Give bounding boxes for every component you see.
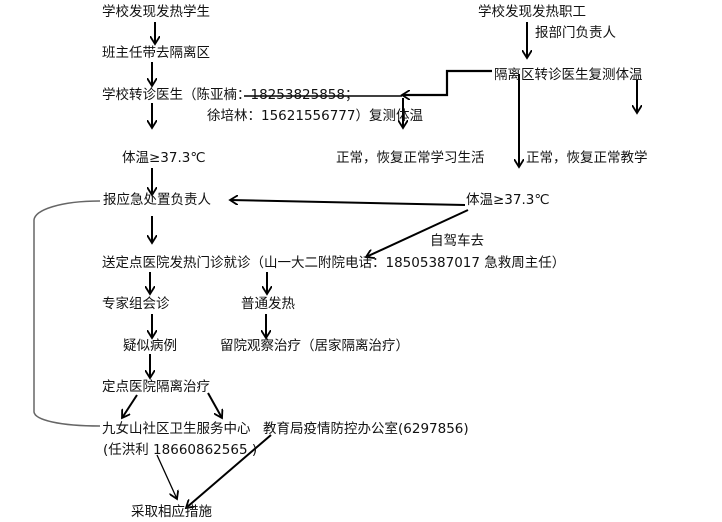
- node-school-doctor-line1: 学校转诊医生（陈亚楠：18253825858；: [102, 87, 359, 103]
- node-expert-panel: 专家组会诊: [102, 296, 170, 312]
- node-temp-high-right: 体温≥37.3℃: [466, 192, 550, 208]
- node-normal-students: 正常，恢复正常学习生活: [336, 150, 485, 166]
- bracket-report-to-community: [33, 200, 101, 427]
- arrow-isolation-to-community: [122, 394, 138, 418]
- node-teacher-escort: 班主任带去隔离区: [102, 45, 210, 61]
- node-community-center: 九女山社区卫生服务中心: [102, 421, 251, 437]
- node-education-bureau: 教育局疫情防控办公室(6297856): [263, 421, 469, 437]
- node-report-department: 报部门负责人: [535, 25, 616, 41]
- arrow-isolation-doctor-to-school-doctor: [402, 69, 492, 95]
- node-take-measures: 采取相应措施: [131, 504, 212, 520]
- node-report-emergency: 报应急处置负责人: [103, 192, 211, 208]
- node-community-contact: (任洪利 18660862565 ): [103, 442, 258, 458]
- arrow-isolation-to-bureau: [207, 392, 222, 418]
- node-observation: 留院观察治疗（居家隔离治疗）: [220, 338, 409, 354]
- node-staff-found: 学校发现发热职工: [478, 4, 586, 20]
- node-school-doctor-line2: 徐培林：15621556777）复测体温: [207, 108, 423, 124]
- arrow-community-to-measures: [156, 454, 177, 499]
- arrow-bureau-to-measures: [186, 434, 272, 508]
- arrow-temp-right-to-report: [230, 200, 466, 206]
- node-isolation-doctor: 隔离区转诊医生复测体温: [494, 67, 643, 83]
- node-suspected-case: 疑似病例: [123, 338, 177, 354]
- node-student-found: 学校发现发热学生: [102, 4, 210, 20]
- node-normal-staff: 正常，恢复正常教学: [526, 150, 648, 166]
- node-fever-clinic: 送定点医院发热门诊就诊（山一大二附院电话：18505387017 急救周主任）: [102, 255, 566, 271]
- node-designated-isolation: 定点医院隔离治疗: [102, 379, 210, 395]
- node-common-fever: 普通发热: [241, 296, 295, 312]
- node-temp-high-left: 体温≥37.3℃: [122, 150, 206, 166]
- arrow-temp-right-to-clinic: [366, 209, 469, 257]
- label-self-drive: 自驾车去: [430, 233, 484, 249]
